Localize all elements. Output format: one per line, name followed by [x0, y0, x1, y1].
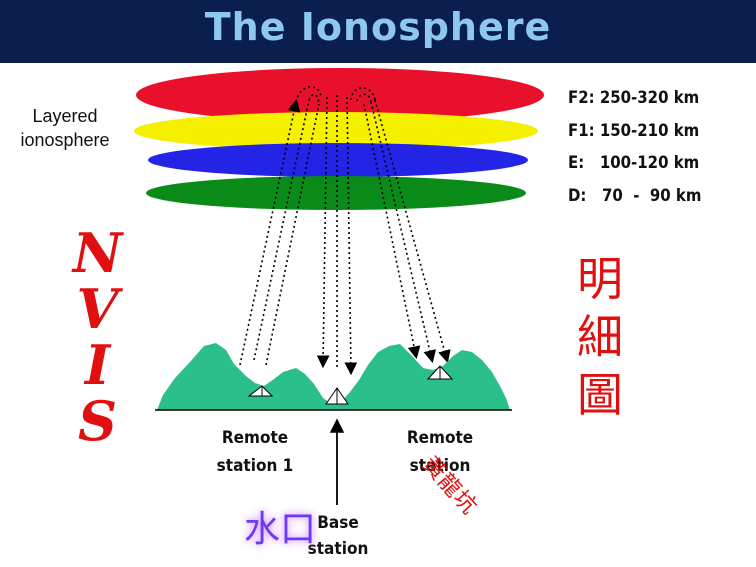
detail-diagram-annotation: 明 細 圖: [570, 250, 630, 424]
nvis-letter-v: V: [60, 281, 135, 337]
layered-ionosphere-label: Layered ionosphere: [10, 104, 120, 152]
nvis-letter-n: N: [60, 225, 135, 281]
remote1-line1: Remote: [222, 428, 288, 448]
legend-f1: F1: 150-210 km: [568, 121, 699, 141]
detail-char-1: 明: [570, 250, 630, 308]
nvis-letter-i: I: [60, 337, 135, 393]
nvis-letter-s: S: [60, 393, 135, 449]
layered-label-line2: ionosphere: [20, 130, 109, 150]
remote1-line2: station 1: [217, 456, 294, 476]
nvis-annotation: N V I S: [60, 225, 135, 449]
remote2-line1: Remote: [407, 428, 473, 448]
base-line1: Base: [317, 513, 358, 533]
detail-char-2: 細: [570, 308, 630, 366]
detail-char-3: 圖: [570, 366, 630, 424]
layer-d: [146, 176, 526, 210]
legend-e: E: 100-120 km: [568, 153, 699, 173]
antenna-base: [326, 388, 348, 404]
remote-station-1-label: Remote station 1: [210, 424, 300, 480]
layered-label-line1: Layered: [32, 106, 97, 126]
layer-e: [148, 143, 528, 177]
shuikou-annotation: 水口: [244, 500, 316, 552]
base-line2: station: [308, 539, 369, 559]
legend-d: D: 70 - 90 km: [568, 186, 701, 206]
legend-f2: F2: 250-320 km: [568, 88, 699, 108]
